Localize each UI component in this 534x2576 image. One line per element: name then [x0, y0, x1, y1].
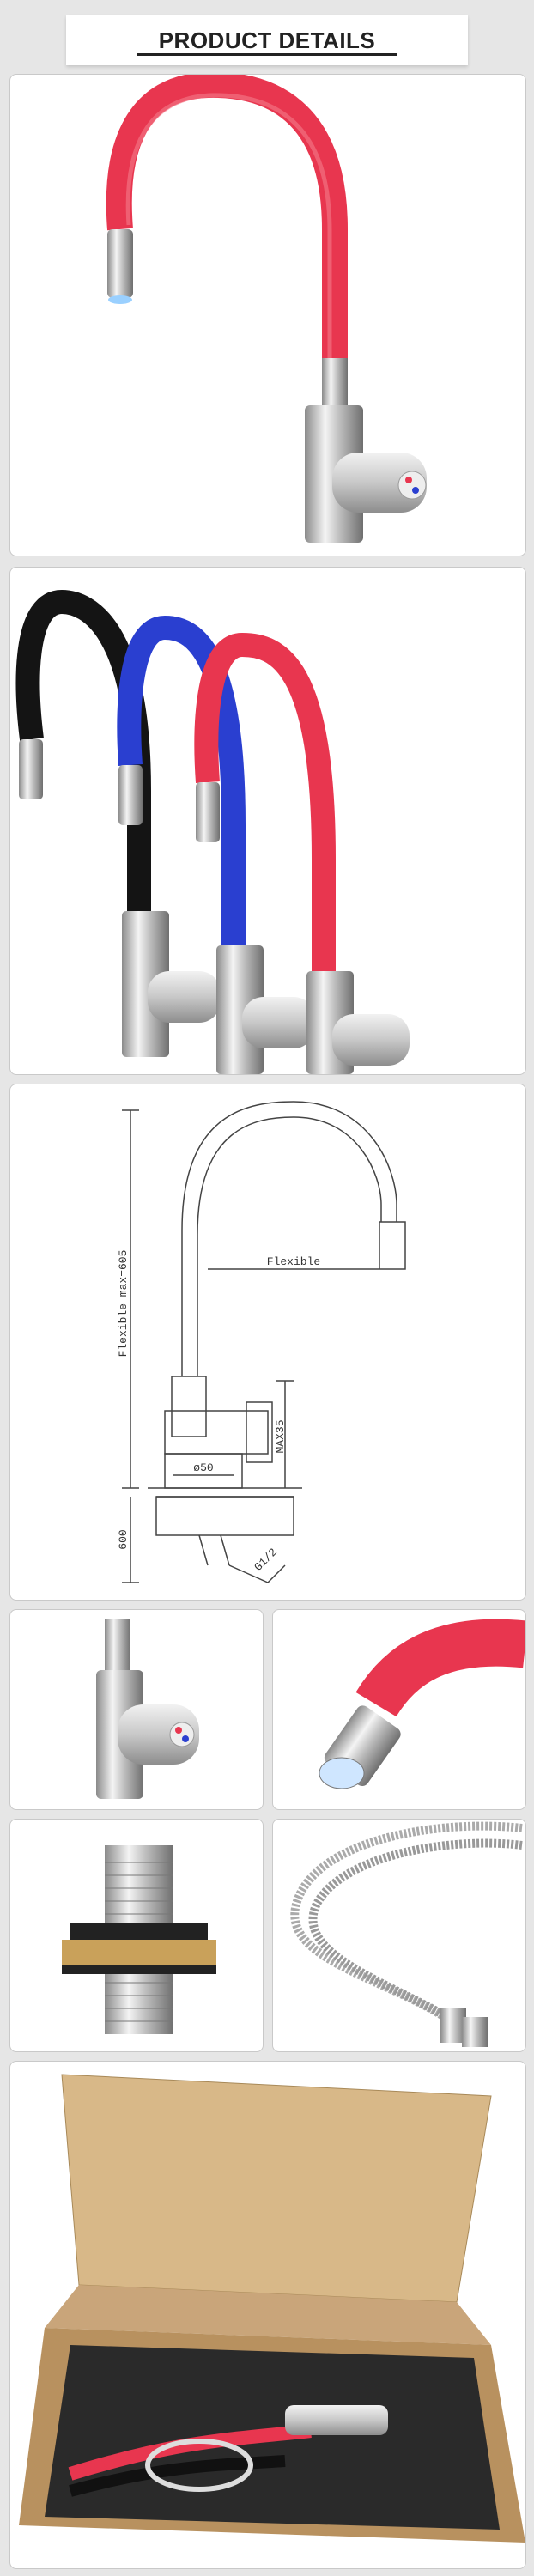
page-title: PRODUCT DETAILS	[136, 29, 398, 56]
faucet-red-image	[106, 75, 427, 543]
mounting-bolt-image	[62, 1845, 216, 2034]
spout-closeup-panel	[272, 1609, 526, 1810]
bolt-panel	[9, 1819, 264, 2052]
box-panel	[9, 2061, 526, 2569]
flex-label: Flexible	[267, 1255, 320, 1268]
handle	[332, 453, 427, 513]
depth-label: 600	[117, 1529, 130, 1549]
hoses-panel	[272, 1819, 526, 2052]
packaging-box-image	[19, 2074, 525, 2543]
faucet-colors-panel	[9, 567, 526, 1075]
thread-label: G1/2	[252, 1546, 280, 1574]
technical-drawing: Flexible max=605 Flexible ø50 MAX35 600 …	[117, 1101, 406, 1583]
header-bar: PRODUCT DETAILS	[0, 0, 534, 70]
drawing-panel: Flexible max=605 Flexible ø50 MAX35 600 …	[9, 1084, 526, 1601]
spout-outline	[181, 1101, 397, 1376]
braided-hoses-image	[290, 1821, 523, 2047]
faucet-red-panel	[9, 74, 526, 556]
faucet-body-closeup	[96, 1619, 199, 1799]
title-box: PRODUCT DETAILS	[66, 15, 468, 65]
height-label: Flexible max=605	[117, 1250, 130, 1358]
max-label: MAX35	[274, 1419, 287, 1453]
faucet-three-colors-image	[15, 589, 410, 1074]
spout-closeup	[319, 1619, 525, 1789]
spout-tip	[107, 229, 133, 298]
body-closeup-panel	[9, 1609, 264, 1810]
dia-label: ø50	[193, 1461, 213, 1474]
